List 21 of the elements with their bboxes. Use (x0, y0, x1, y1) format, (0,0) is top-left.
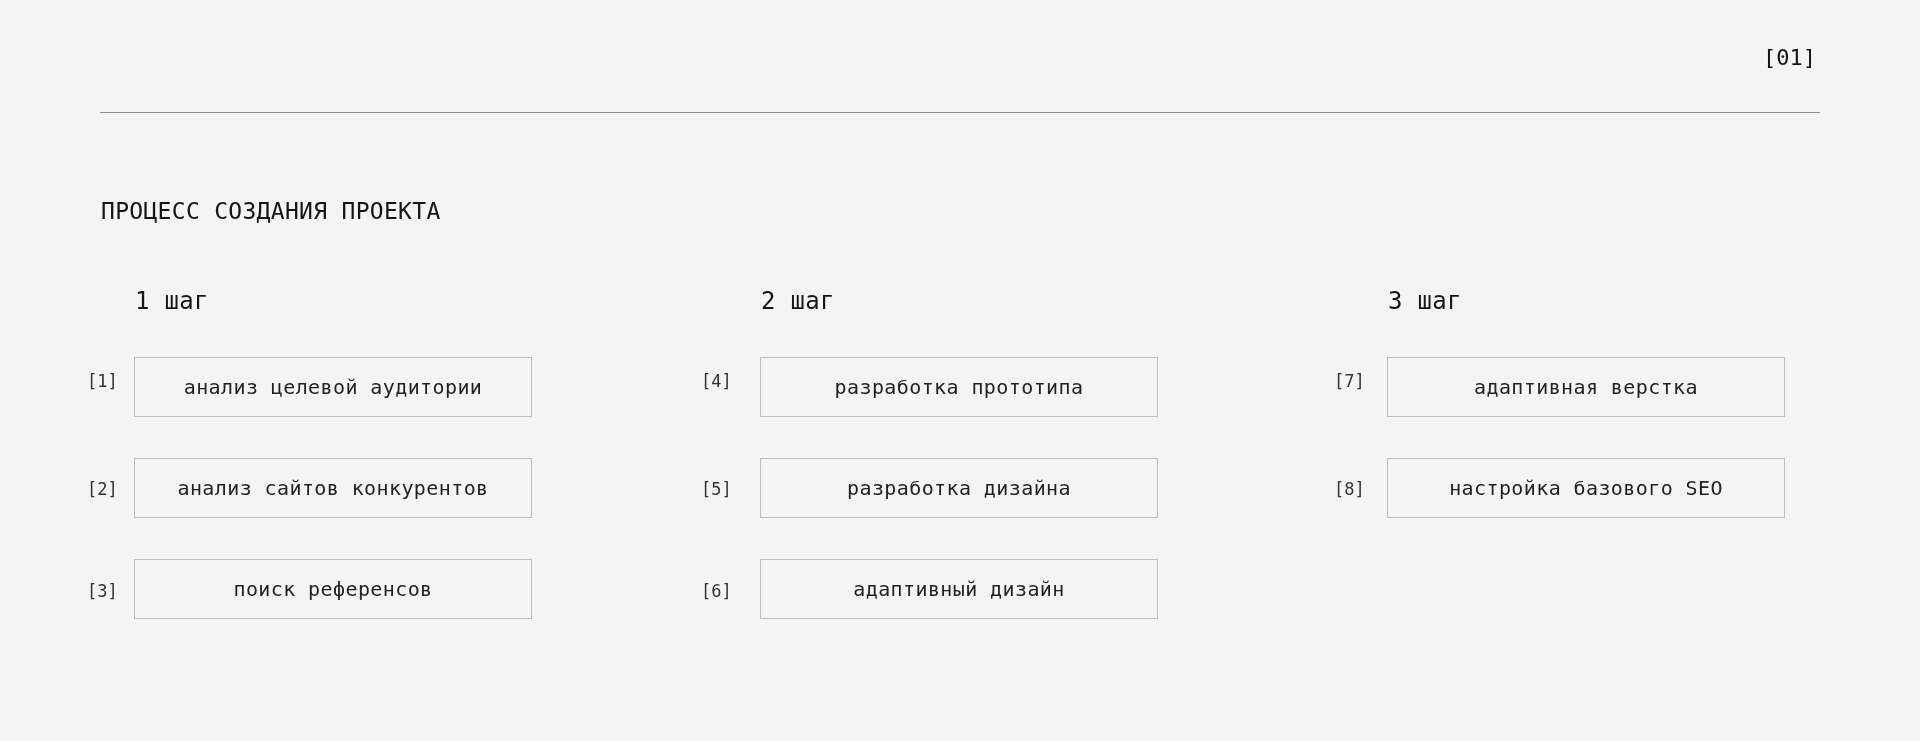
step-number: [6] (701, 581, 732, 601)
step-text: разработка прототипа (834, 375, 1084, 399)
step-number: [2] (87, 479, 118, 499)
slide-title: ПРОЦЕСС СОЗДАНИЯ ПРОЕКТА (101, 197, 441, 225)
page-number: [01] (1763, 44, 1816, 72)
step-text: анализ целевой аудитории (183, 375, 483, 399)
step-heading: 1 шаг (135, 286, 209, 316)
step-number: [4] (701, 371, 732, 391)
step-text: анализ сайтов конкурентов (177, 476, 489, 500)
step-text: разработка дизайна (847, 476, 1071, 500)
step-heading: 3 шаг (1388, 286, 1462, 316)
step-number: [5] (701, 479, 732, 499)
step-text: поиск референсов (233, 577, 433, 601)
step-number: [7] (1334, 371, 1365, 391)
step-text: адаптивная верстка (1474, 375, 1698, 399)
step-number: [8] (1334, 479, 1365, 499)
step-text: адаптивный дизайн (853, 577, 1065, 601)
step-heading: 2 шаг (761, 286, 835, 316)
step-text: настройка базового SEO (1449, 476, 1723, 500)
step-number: [1] (87, 371, 118, 391)
step-number: [3] (87, 581, 118, 601)
